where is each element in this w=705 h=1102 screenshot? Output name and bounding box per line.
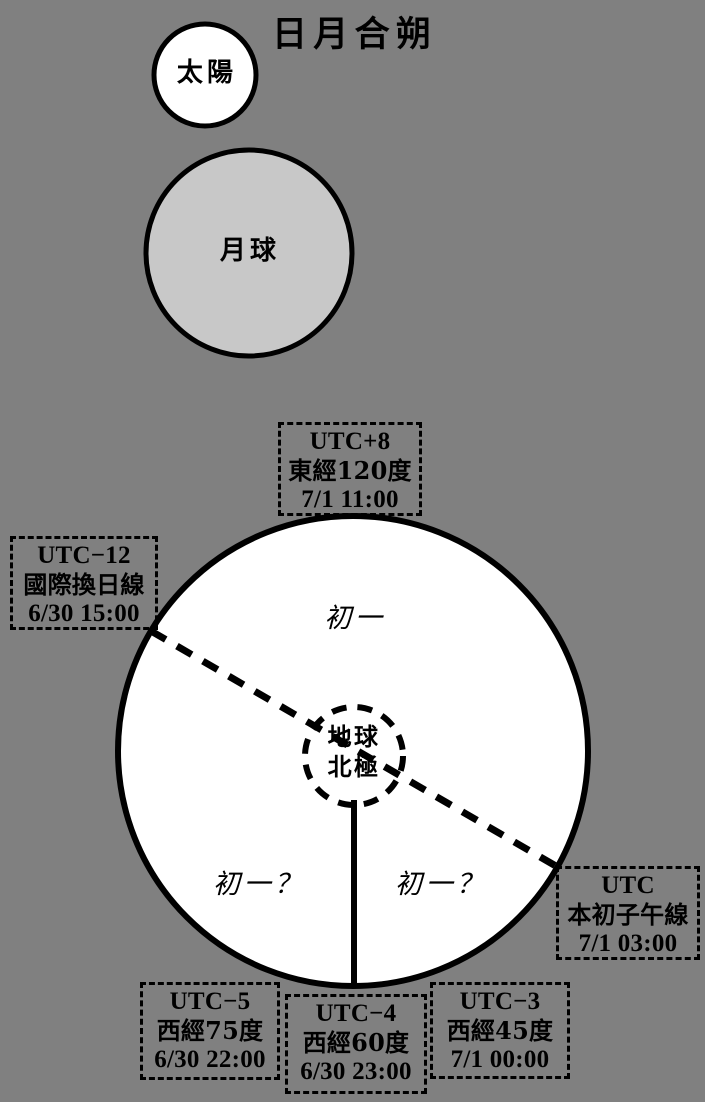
timezone-box-utc-minus4: UTC−4 西經60度 6/30 23:00 [285,994,427,1094]
timezone-box-utc-plus8: UTC+8 東經120度 7/1 11:00 [278,422,422,516]
phase-label-top: 初一 [324,603,386,634]
timezone-local-time: 7/1 03:00 [578,930,678,958]
timezone-offset: UTC [601,872,655,899]
timezone-offset: UTC−12 [37,542,131,569]
timezone-box-utc-minus5: UTC−5 西經75度 6/30 22:00 [140,982,280,1080]
timezone-meridian: 西經45度 [446,1015,554,1045]
moon-circle [143,147,355,359]
page-title: 日月合朔 [272,14,438,55]
timezone-local-time: 6/30 23:00 [300,1058,412,1086]
timezone-local-time: 7/1 11:00 [301,486,399,514]
sun-circle [151,21,259,129]
timezone-offset: UTC−3 [459,988,541,1015]
timezone-offset: UTC−5 [169,988,251,1015]
timezone-offset: UTC−4 [315,1000,397,1027]
timezone-meridian: 國際換日線 [23,569,145,599]
timezone-local-time: 6/30 22:00 [154,1046,266,1074]
international-date-line-chord [149,627,563,873]
north-pole-label-line1: 地球 [327,722,381,751]
sun-label: 太陽 [176,58,238,88]
timezone-meridian: 東經120度 [288,455,412,485]
timezone-local-time: 7/1 00:00 [450,1046,550,1074]
timezone-box-utc-minus3: UTC−3 西經45度 7/1 00:00 [430,982,570,1079]
timezone-offset: UTC+8 [309,428,391,455]
timezone-meridian: 西經75度 [156,1015,264,1045]
north-pole-circle [302,704,406,808]
timezone-meridian: 西經60度 [302,1027,410,1057]
north-pole-label: 地球 北極 [304,722,404,782]
timezone-local-time: 6/30 15:00 [28,600,140,628]
timezone-meridian: 本初子午線 [567,899,689,929]
timezone-box-utc-minus12: UTC−12 國際換日線 6/30 15:00 [10,536,158,630]
phase-label-bottom-right: 初一？ [394,869,488,900]
north-pole-label-line2: 北極 [327,752,381,781]
moon-label: 月球 [219,236,281,266]
phase-label-bottom-left: 初一？ [212,869,306,900]
timezone-box-utc-zero: UTC 本初子午線 7/1 03:00 [556,866,700,960]
